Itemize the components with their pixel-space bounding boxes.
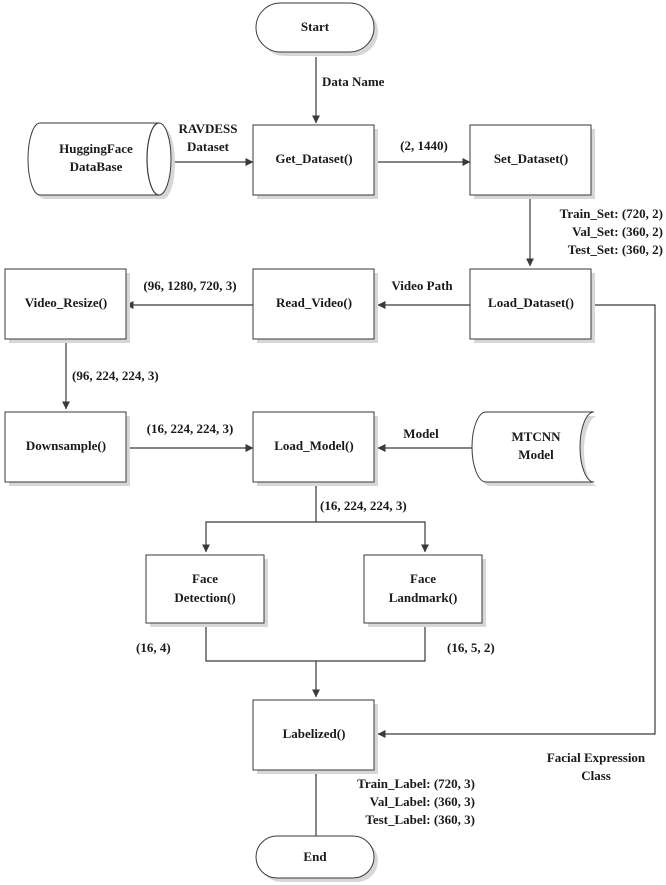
face-landmark-label-line1: Face	[410, 571, 436, 586]
get-dataset-node: Get_Dataset()	[252, 124, 378, 199]
read-video-label: Read_Video()	[276, 295, 352, 310]
train-label-label: Train_Label: (720, 3)	[357, 776, 475, 791]
mtcnn-label-line1: MTCNN	[511, 429, 561, 444]
data-name-label: Data Name	[322, 74, 385, 89]
facial-expression-label-line1: Facial Expression	[547, 750, 646, 765]
edges	[62, 57, 656, 844]
model-output-shape-label: (16, 224, 224, 3)	[320, 498, 407, 513]
ravdess-label-line2: Dataset	[187, 139, 230, 154]
train-set-label: Train_Set: (720, 2)	[560, 206, 663, 221]
edge-detection-merge	[205, 624, 320, 698]
ravdess-label-line1: RAVDESS	[178, 121, 237, 136]
load-dataset-label: Load_Dataset()	[488, 295, 574, 310]
end-label: End	[303, 849, 327, 864]
edge-labels: Data Name RAVDESS Dataset (2, 1440) Trai…	[72, 74, 663, 827]
video-path-label: Video Path	[391, 278, 453, 293]
face-detection-label-line1: Face	[192, 571, 218, 586]
edge-load-model-to-landmark	[316, 521, 429, 553]
detection-shape-label: (16, 4)	[136, 640, 171, 655]
labelized-node: Labelized()	[252, 699, 378, 774]
huggingface-label-line2: DataBase	[70, 159, 123, 174]
val-label-label: Val_Label: (360, 3)	[370, 794, 475, 809]
mtcnn-model-node: MTCNN Model	[471, 411, 598, 486]
load-dataset-node: Load_Dataset()	[469, 268, 595, 343]
start-node: Start	[255, 2, 378, 56]
test-set-label: Test_Set: (360, 2)	[568, 242, 663, 257]
set-dataset-node: Set_Dataset()	[469, 124, 595, 199]
val-set-label: Val_Set: (360, 2)	[572, 224, 663, 239]
load-model-node: Load_Model()	[252, 411, 378, 486]
face-landmark-label-line2: Landmark()	[389, 590, 458, 605]
video-resize-label: Video_Resize()	[25, 295, 108, 310]
face-detection-node: Face Detection()	[145, 554, 268, 627]
edge-load-dataset-to-labelized	[377, 304, 656, 738]
model-label: Model	[403, 426, 439, 441]
downsample-node: Downsample()	[4, 411, 130, 486]
labelized-label: Labelized()	[283, 726, 346, 741]
dataset-shape-label: (2, 1440)	[400, 138, 448, 153]
mtcnn-label-line2: Model	[518, 447, 554, 462]
resized-shape-label: (96, 224, 224, 3)	[72, 368, 159, 383]
read-video-node: Read_Video()	[252, 268, 378, 343]
test-label-label: Test_Label: (360, 3)	[365, 812, 475, 827]
downsample-label: Downsample()	[26, 438, 106, 453]
edge-load-model-split	[202, 484, 317, 553]
nodes: Start HuggingFace DataBase Get_Dataset()…	[4, 2, 598, 882]
huggingface-label-line1: HuggingFace	[59, 141, 133, 156]
video-resize-node: Video_Resize()	[4, 268, 130, 343]
get-dataset-label: Get_Dataset()	[275, 151, 352, 166]
load-model-label: Load_Model()	[274, 438, 353, 453]
set-dataset-label: Set_Dataset()	[494, 151, 568, 166]
downsampled-shape-label: (16, 224, 224, 3)	[147, 421, 234, 436]
end-node: End	[255, 835, 378, 882]
start-label: Start	[301, 19, 330, 34]
face-landmark-node: Face Landmark()	[363, 554, 486, 627]
facial-expression-label-line2: Class	[581, 768, 611, 783]
edge-landmark-merge	[316, 624, 426, 662]
huggingface-database-node: HuggingFace DataBase	[27, 122, 175, 199]
video-shape-label: (96, 1280, 720, 3)	[143, 278, 236, 293]
landmark-shape-label: (16, 5, 2)	[447, 640, 495, 655]
face-detection-label-line2: Detection()	[174, 590, 235, 605]
